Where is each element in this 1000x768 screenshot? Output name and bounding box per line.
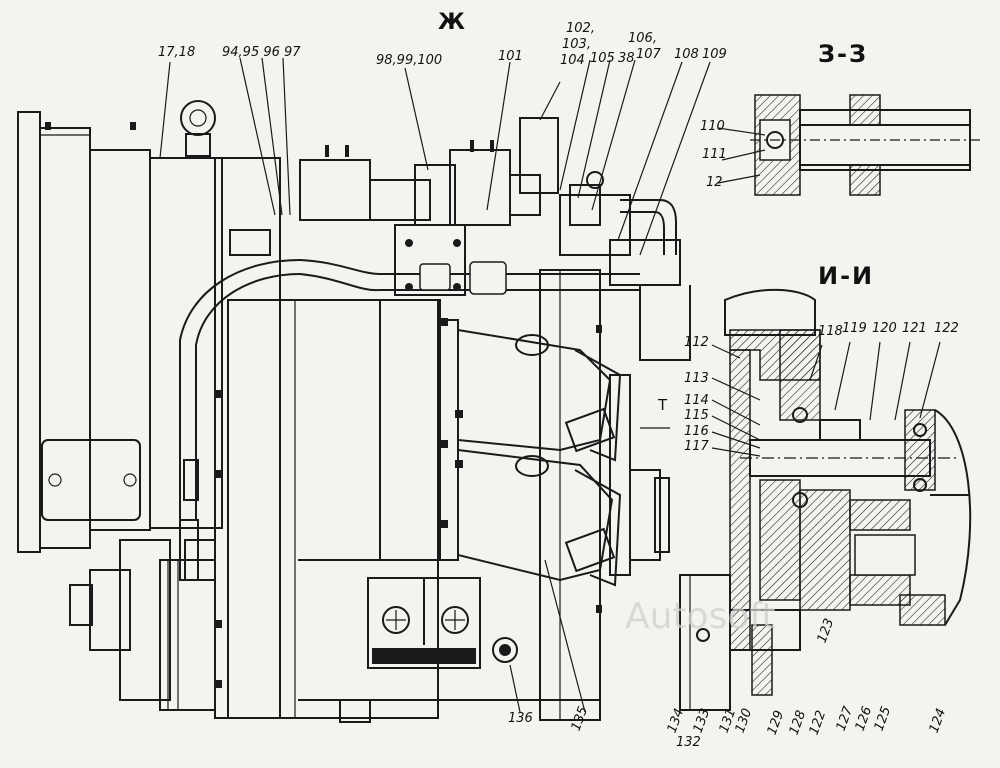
- callout-112: 112: [684, 335, 709, 350]
- callout-122: 122: [934, 321, 959, 336]
- watermark: Autosoft: [625, 596, 776, 637]
- callout-38: 38: [618, 51, 635, 66]
- section-i-i: [679, 288, 972, 711]
- callout-106: 106,: [628, 31, 657, 46]
- callout-103: 103,: [562, 37, 591, 52]
- callout-116: 116: [684, 424, 709, 439]
- callout-136: 136: [508, 711, 533, 726]
- callout-118: 118: [818, 324, 843, 339]
- callout-98-100: 98,99,100: [376, 53, 443, 68]
- section-label-z-z: З-З: [818, 40, 869, 68]
- callout-113: 113: [684, 371, 709, 386]
- section-label-i-i: И-И: [818, 262, 875, 290]
- callout-108: 108: [674, 47, 699, 62]
- callout-104: 104: [560, 53, 585, 68]
- callout-120: 120: [872, 321, 897, 336]
- callout-107: 107: [636, 47, 661, 62]
- top-valve-block: [229, 117, 691, 361]
- callout-114: 114: [684, 393, 709, 408]
- callout-102: 102,: [566, 21, 595, 36]
- section-label-zh: Ж: [438, 10, 467, 35]
- callout-17-18: 17,18: [158, 45, 196, 60]
- callout-119: 119: [842, 321, 867, 336]
- callout-94-97: 94,95 96 97: [222, 45, 301, 60]
- left-flange: [17, 111, 151, 553]
- callout-115: 115: [684, 408, 709, 423]
- section-label-t: Т: [658, 396, 670, 414]
- housing-bolts: [216, 318, 602, 688]
- lower-left-motor: [69, 539, 216, 711]
- leader-lines: [159, 57, 941, 713]
- callout-109: 109: [702, 47, 727, 62]
- callout-117: 117: [684, 439, 709, 454]
- callout-110: 110: [700, 119, 725, 134]
- callout-121: 121: [902, 321, 927, 336]
- inspection-cover: [367, 577, 518, 669]
- callout-132: 132: [676, 735, 701, 750]
- callout-12: 12: [706, 175, 723, 190]
- callout-111: 111: [702, 147, 727, 162]
- callout-105: 105: [590, 51, 615, 66]
- hydraulic-pumps: [457, 328, 670, 587]
- section-z-z: [750, 94, 980, 196]
- callout-101: 101: [498, 49, 523, 64]
